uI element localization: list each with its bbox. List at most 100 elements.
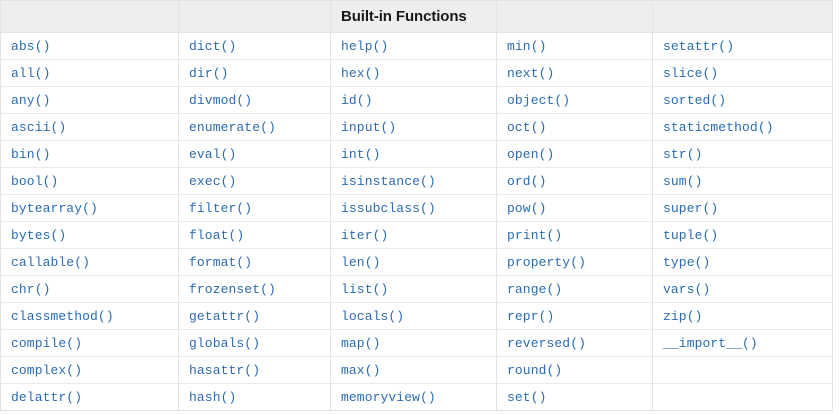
function-link[interactable]: filter() [189,201,253,216]
function-link[interactable]: int() [341,147,381,162]
function-link[interactable]: globals() [189,336,261,351]
function-link[interactable]: getattr() [189,309,261,324]
function-link[interactable]: staticmethod() [663,120,774,135]
function-link[interactable]: dir() [189,66,229,81]
table-cell: hex() [330,59,497,87]
function-link[interactable]: bool() [11,174,59,189]
function-link[interactable]: open() [507,147,555,162]
function-link[interactable]: sorted() [663,93,727,108]
function-link[interactable]: __import__() [663,336,758,351]
function-link[interactable]: exec() [189,174,237,189]
function-link[interactable]: hex() [341,66,381,81]
function-link[interactable]: locals() [341,309,405,324]
function-link[interactable]: set() [507,390,547,405]
table-cell: bytearray() [0,194,179,222]
function-link[interactable]: bytes() [11,228,67,243]
function-link[interactable]: len() [341,255,381,270]
function-link[interactable]: map() [341,336,381,351]
function-link[interactable]: zip() [663,309,703,324]
function-link[interactable]: complex() [11,363,83,378]
table-cell: dir() [178,59,331,87]
table-title: Built-in Functions [330,0,497,33]
function-link[interactable]: dict() [189,39,237,54]
function-link[interactable]: next() [507,66,555,81]
table-cell: bytes() [0,221,179,249]
function-link[interactable]: slice() [663,66,719,81]
column-header-4 [496,0,653,33]
function-link[interactable]: any() [11,93,51,108]
table-cell: compile() [0,329,179,357]
table-header-row: Built-in Functions [0,0,833,33]
function-link[interactable]: classmethod() [11,309,114,324]
function-link[interactable]: input() [341,120,397,135]
table-row: delattr() hash() memoryview() set() [0,383,833,411]
function-link[interactable]: format() [189,255,253,270]
function-link[interactable]: float() [189,228,245,243]
function-link[interactable]: callable() [11,255,91,270]
function-link[interactable]: hasattr() [189,363,261,378]
function-link[interactable]: compile() [11,336,83,351]
function-link[interactable]: min() [507,39,547,54]
function-link[interactable]: help() [341,39,389,54]
function-link[interactable]: id() [341,93,373,108]
function-link[interactable]: round() [507,363,563,378]
function-link[interactable]: pow() [507,201,547,216]
function-link[interactable]: ord() [507,174,547,189]
table-cell-empty [652,383,833,411]
function-link[interactable]: bin() [11,147,51,162]
table-row: bool() exec() isinstance() ord() sum() [0,167,833,195]
function-link[interactable]: divmod() [189,93,253,108]
function-link[interactable]: max() [341,363,381,378]
function-link[interactable]: super() [663,201,719,216]
function-link[interactable]: range() [507,282,563,297]
function-link[interactable]: delattr() [11,390,83,405]
function-link[interactable]: chr() [11,282,51,297]
function-link[interactable]: frozenset() [189,282,276,297]
function-link[interactable]: sum() [663,174,703,189]
table-cell: complex() [0,356,179,384]
table-row: bytearray() filter() issubclass() pow() supe… [0,194,833,222]
function-link[interactable]: vars() [663,282,711,297]
table-cell: abs() [0,32,179,60]
function-link[interactable]: str() [663,147,703,162]
function-link[interactable]: ascii() [11,120,67,135]
table-cell: round() [496,356,653,384]
function-link[interactable]: reversed() [507,336,587,351]
function-link[interactable]: enumerate() [189,120,276,135]
function-link[interactable]: property() [507,255,587,270]
function-link[interactable]: issubclass() [341,201,436,216]
function-link[interactable]: isinstance() [341,174,436,189]
table-row: bin() eval() int() open() str() [0,140,833,168]
function-link[interactable]: memoryview() [341,390,436,405]
function-link[interactable]: abs() [11,39,51,54]
table-cell: enumerate() [178,113,331,141]
function-link[interactable]: repr() [507,309,555,324]
table-cell: staticmethod() [652,113,833,141]
table-cell: setattr() [652,32,833,60]
function-link[interactable]: type() [663,255,711,270]
function-link[interactable]: list() [341,282,389,297]
function-link[interactable]: print() [507,228,563,243]
function-link[interactable]: tuple() [663,228,719,243]
table-cell: str() [652,140,833,168]
function-link[interactable]: eval() [189,147,237,162]
table-cell: sorted() [652,86,833,114]
table-cell: next() [496,59,653,87]
table-cell: int() [330,140,497,168]
function-link[interactable]: oct() [507,120,547,135]
table-cell: callable() [0,248,179,276]
table-cell: map() [330,329,497,357]
table-cell: type() [652,248,833,276]
function-link[interactable]: bytearray() [11,201,98,216]
table-cell: ord() [496,167,653,195]
function-link[interactable]: setattr() [663,39,735,54]
table-cell: zip() [652,302,833,330]
function-link[interactable]: iter() [341,228,389,243]
function-link[interactable]: hash() [189,390,237,405]
table-cell: range() [496,275,653,303]
function-link[interactable]: object() [507,93,571,108]
table-cell: len() [330,248,497,276]
table-cell: eval() [178,140,331,168]
table-cell: super() [652,194,833,222]
function-link[interactable]: all() [11,66,51,81]
